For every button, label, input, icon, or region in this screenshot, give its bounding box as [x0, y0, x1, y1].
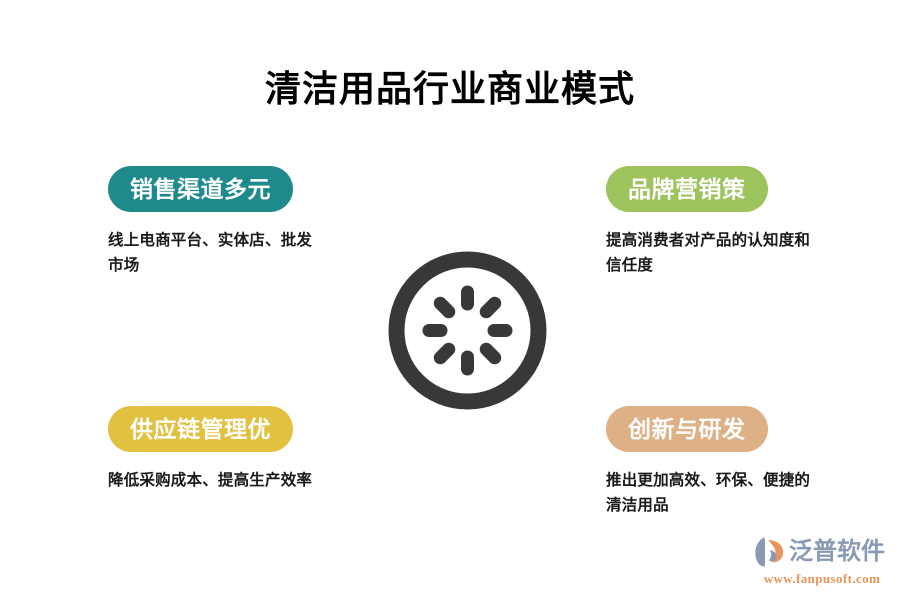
- quadrant-top-right: 品牌营销策 提高消费者对产品的认知度和信任度: [606, 166, 900, 278]
- watermark-url: www.fanpusoft.com: [763, 571, 881, 586]
- badge-sales-channel: 销售渠道多元: [108, 166, 293, 212]
- description-sales-channel: 线上电商平台、实体店、批发市场: [108, 232, 313, 274]
- badge-supply-chain: 供应链管理优: [108, 406, 293, 452]
- badge-brand-marketing: 品牌营销策: [606, 166, 768, 212]
- fanpu-logo-mark-icon: [752, 536, 786, 568]
- badge-innovation-rd: 创新与研发: [606, 406, 768, 452]
- watermark-logo: 泛普软件 www.fanpusoft.com: [752, 534, 892, 592]
- page-title: 清洁用品行业商业模式: [264, 68, 635, 109]
- description-supply-chain: 降低采购成本、提高生产效率: [108, 472, 313, 489]
- description-brand-marketing: 提高消费者对产品的认知度和信任度: [606, 232, 811, 274]
- watermark-row: 泛普软件: [752, 534, 892, 570]
- watermark-brand-name: 泛普软件: [789, 538, 885, 565]
- quadrant-top-left: 销售渠道多元 线上电商平台、实体店、批发市场: [108, 166, 408, 278]
- quadrant-bottom-left: 供应链管理优 降低采购成本、提高生产效率: [108, 406, 408, 493]
- description-innovation-rd: 推出更加高效、环保、便捷的清洁用品: [606, 472, 811, 514]
- spinner-circle-icon: [385, 248, 550, 413]
- quadrant-bottom-right: 创新与研发 推出更加高效、环保、便捷的清洁用品: [606, 406, 900, 518]
